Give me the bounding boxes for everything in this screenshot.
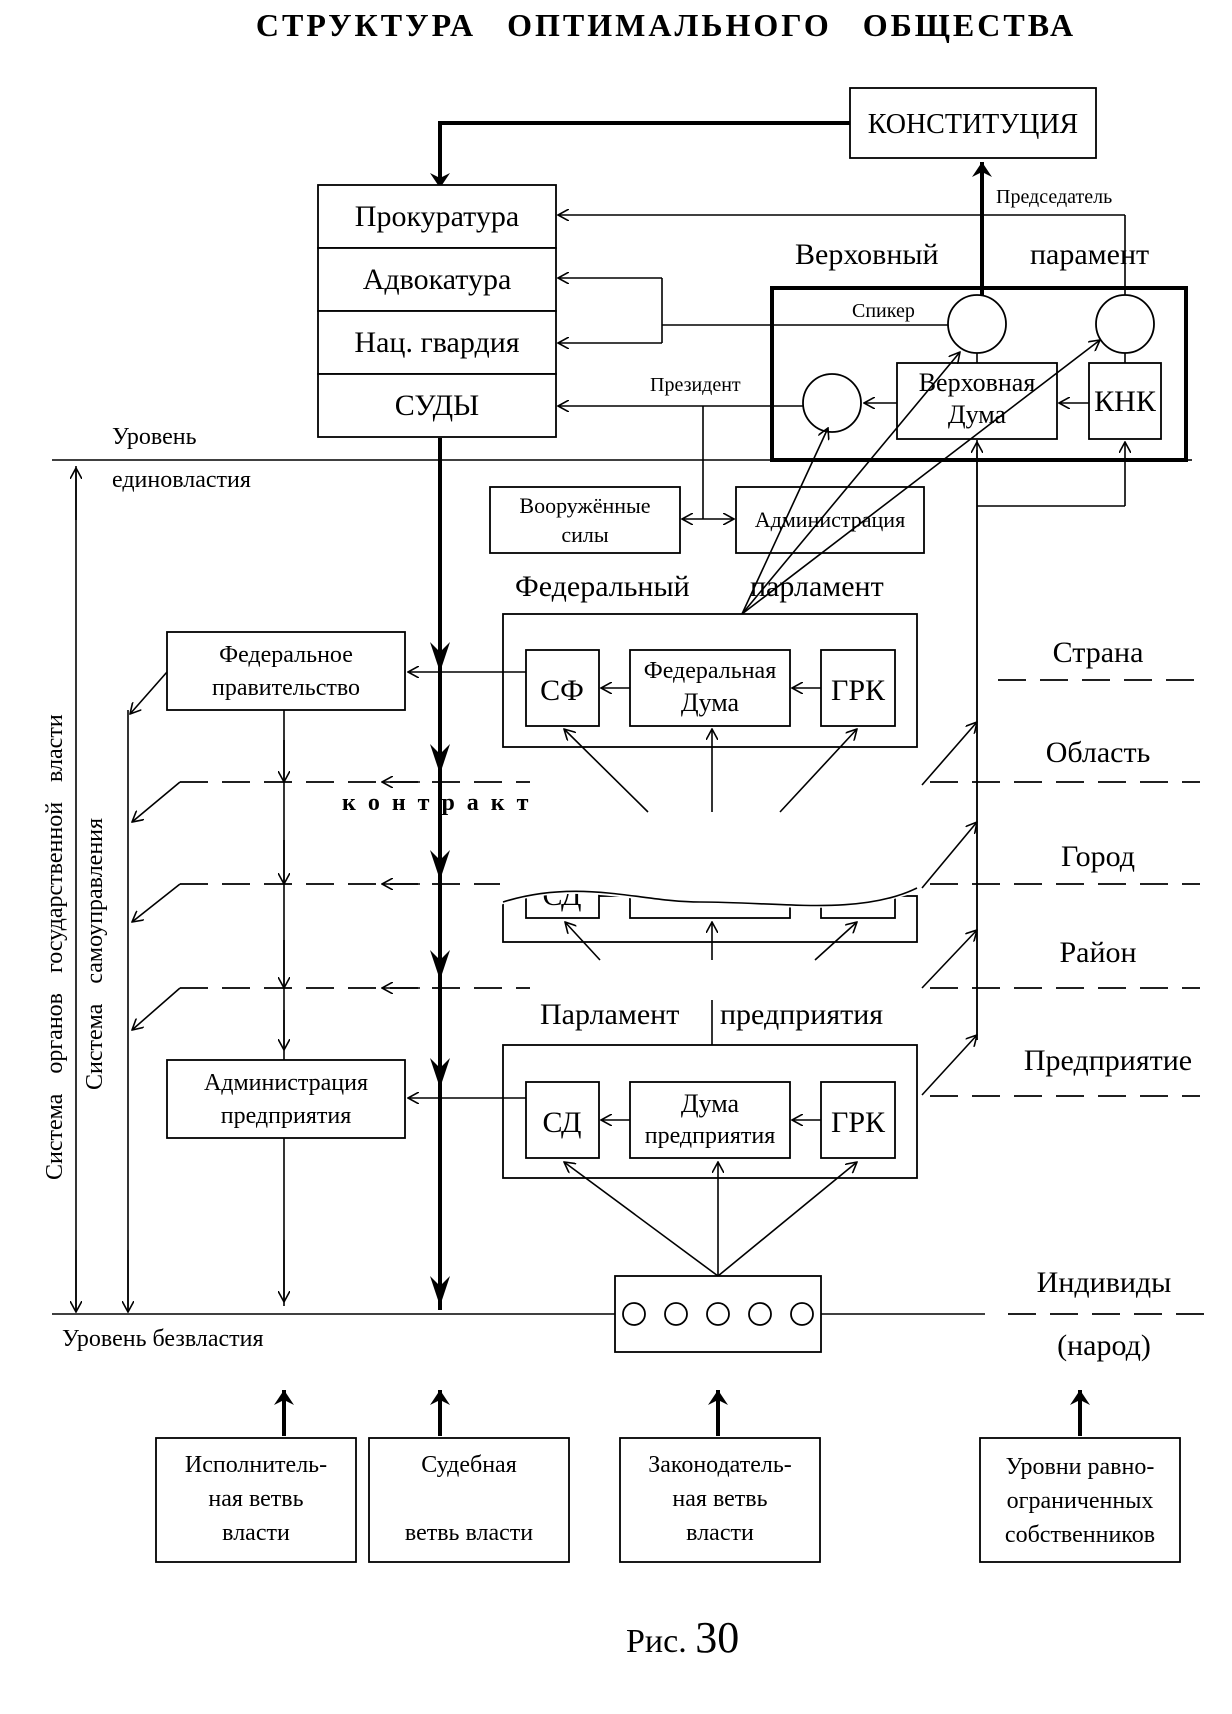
- national-guard-box: [317, 310, 557, 375]
- arrowhead: [430, 744, 450, 774]
- chairman-label: Председатель: [996, 186, 1112, 208]
- enterprise-admin-line1: Администрация: [204, 1070, 368, 1096]
- federal-duma-box: [629, 649, 791, 727]
- executive-branch-line2: ная ветвь: [208, 1486, 303, 1512]
- knk-label: КНК: [1094, 385, 1157, 418]
- judicial-branch-line1: Судебная: [421, 1452, 517, 1478]
- owners-levels-line2: ограниченных: [1007, 1488, 1154, 1514]
- supreme-duma-line1: Верховная: [919, 368, 1036, 397]
- national-guard-label: Нац. гвардия: [354, 326, 519, 359]
- level-unipower-line1: Уровень: [112, 424, 197, 450]
- president-label: Президент: [650, 374, 741, 396]
- administration-label: Администрация: [755, 507, 905, 532]
- legislative-branch-line2: ная ветвь: [672, 1486, 767, 1512]
- individuals-line1: Индивиды: [1037, 1266, 1172, 1299]
- speaker-label: Спикер: [852, 300, 915, 322]
- advocacy-label: Адвокатура: [363, 263, 512, 296]
- enterprise-parliament-word1: Парламент: [540, 998, 679, 1031]
- contract-label: к о н т р а к т: [342, 790, 531, 816]
- judicial-branch-line3: ветвь власти: [405, 1520, 533, 1546]
- owners-levels-box: [979, 1437, 1181, 1563]
- legislative-branch-line3: власти: [686, 1520, 754, 1546]
- owners-levels-line1: Уровни равно-: [1006, 1454, 1155, 1480]
- speaker-circle: [947, 294, 1007, 354]
- enterprise-parliament-word2: предприятия: [720, 998, 883, 1031]
- supreme-parliament-box: [770, 286, 1188, 462]
- federal-government-box: [166, 631, 406, 711]
- legislative-branch-box: [619, 1437, 821, 1563]
- supreme-duma-line2: Дума: [948, 400, 1007, 429]
- grk2-label: ГРК: [831, 1106, 886, 1139]
- executive-branch-line1: Исполнитель-: [185, 1452, 327, 1478]
- armed-forces-line1: Вооружённые: [519, 493, 650, 518]
- courts-box: [317, 373, 557, 438]
- sd-box: [525, 1081, 600, 1159]
- supreme-parliament-word1: Верховный: [795, 238, 939, 271]
- sf-box: [525, 649, 600, 727]
- courts-label: СУДЫ: [395, 389, 479, 422]
- constitution-label: КОНСТИТУЦИЯ: [868, 109, 1078, 140]
- supreme-duma-box: [896, 362, 1058, 440]
- arrowhead: [430, 642, 450, 672]
- level-nopower-label: Уровень безвластия: [62, 1326, 264, 1352]
- federal-parliament-word2: парламент: [750, 570, 884, 603]
- president-circle: [802, 373, 862, 433]
- advocacy-box: [317, 247, 557, 312]
- arrowhead: [430, 850, 450, 880]
- owners-levels-line3: собственников: [1005, 1522, 1155, 1548]
- federal-parliament-word1: Федеральный: [515, 570, 690, 603]
- level-enterprise: Предприятие: [1024, 1044, 1192, 1077]
- figure-caption: Рис. 30: [626, 1613, 739, 1662]
- supreme-parliament-word2: парамент: [1030, 238, 1149, 271]
- vertical-label-state: Система органов государственной власти: [42, 714, 68, 1180]
- enterprise-duma-line2: предприятия: [645, 1123, 776, 1149]
- level-region: Область: [1046, 736, 1151, 769]
- grk2-box: [820, 1081, 896, 1159]
- level-city: Город: [1061, 840, 1135, 873]
- knk-box: [1088, 362, 1162, 440]
- legislative-branch-line1: Законодатель-: [648, 1452, 792, 1478]
- grk-label: ГРК: [831, 674, 886, 707]
- executive-branch-line3: власти: [222, 1520, 290, 1546]
- level-country: Страна: [1053, 636, 1144, 669]
- arrowhead: [430, 950, 450, 980]
- federal-duma-line2: Дума: [681, 688, 740, 717]
- judicial-branch-box: [368, 1437, 570, 1563]
- vertical-label-self: Система самоуправления: [82, 818, 108, 1090]
- enterprise-admin-line2: предприятия: [221, 1103, 352, 1129]
- federal-government-line1: Федеральное: [219, 642, 353, 668]
- federal-duma-line1: Федеральная: [644, 658, 776, 684]
- individuals-line2: (народ): [1057, 1329, 1151, 1362]
- level-district: Район: [1059, 936, 1136, 969]
- federal-government-line2: правительство: [212, 675, 360, 701]
- sf-label: СФ: [540, 674, 584, 707]
- cut-edge: [500, 870, 925, 908]
- enterprise-admin-box: [166, 1059, 406, 1139]
- enterprise-duma-box: [629, 1081, 791, 1159]
- prosecution-label: Прокуратура: [355, 200, 519, 233]
- sd-label: СД: [543, 1106, 582, 1139]
- armed-forces-box: [489, 486, 681, 554]
- enterprise-duma-line1: Дума: [681, 1089, 740, 1118]
- executive-branch-box: [155, 1437, 357, 1563]
- armed-forces-line2: силы: [561, 522, 609, 547]
- page-title: СТРУКТУРА ОПТИМАЛЬНОГО ОБЩЕСТВА: [256, 7, 1076, 43]
- arrowhead: [430, 1058, 450, 1088]
- prosecution-box: [317, 184, 557, 249]
- arrowhead: [430, 1276, 450, 1306]
- constitution-box: [849, 87, 1097, 159]
- chairman-circle: [1095, 294, 1155, 354]
- level-unipower-line2: единовластия: [112, 467, 251, 493]
